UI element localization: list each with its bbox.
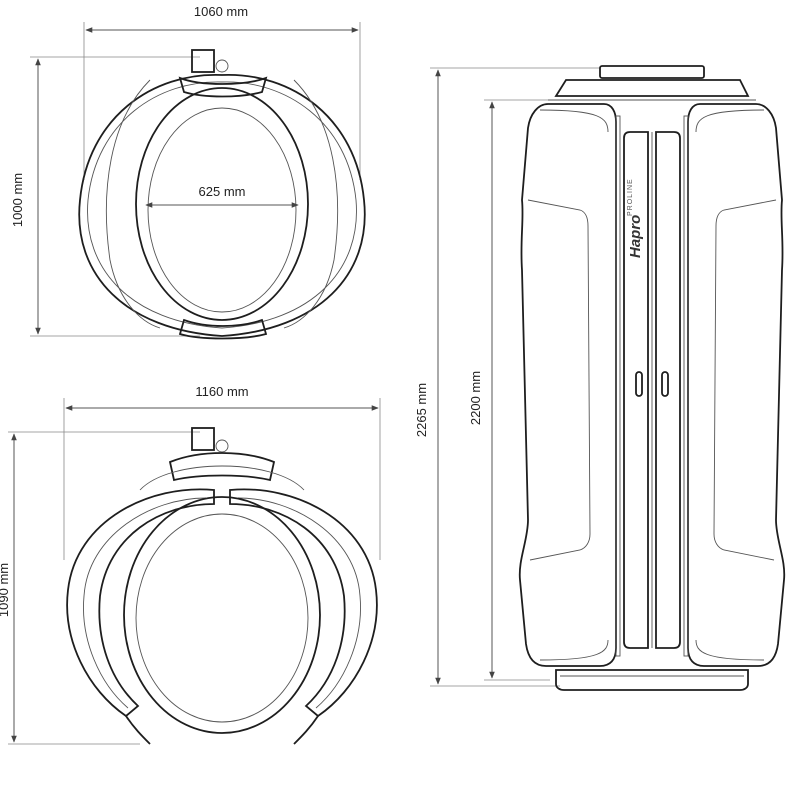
left-door	[623, 131, 649, 649]
left-panel-bottom-detail	[539, 639, 609, 661]
right-seam	[283, 79, 338, 329]
top-view-closed: 1060 mm 1000 mm 625 mm	[10, 4, 366, 340]
left-seam	[106, 79, 161, 329]
left-door-seam	[83, 497, 207, 709]
right-door-handle	[661, 371, 669, 397]
top-view-open: 1160 mm 1090 mm	[0, 384, 381, 745]
left-panel	[518, 103, 617, 667]
brand-name: Hapro	[627, 215, 644, 258]
right-panel	[687, 103, 786, 667]
open-inner-ring	[135, 513, 309, 723]
left-door-tip	[125, 715, 151, 745]
canopy-cap	[168, 452, 276, 482]
base-plate	[555, 669, 749, 691]
right-door-tip	[293, 715, 319, 745]
brand-logo: Hapro PROLINE	[627, 178, 644, 258]
door-hinge-right	[683, 115, 689, 657]
bottom-strip	[178, 318, 268, 340]
open-width-label: 1160 mm	[195, 384, 248, 399]
fan-knob	[215, 439, 229, 453]
left-door-handle	[635, 371, 643, 397]
fan-housing	[191, 427, 215, 451]
inner-width-label: 625 mm	[199, 184, 246, 199]
body-height-label: 2200 mm	[468, 371, 483, 425]
inner-ring	[147, 107, 297, 313]
open-inner-opening	[123, 496, 321, 734]
door-hinge-left	[615, 115, 621, 657]
right-panel-inset	[713, 199, 777, 561]
right-panel-bottom-detail	[695, 639, 765, 661]
right-door	[655, 131, 681, 649]
canopy-inner-shell	[87, 81, 357, 329]
top-strip	[178, 76, 268, 98]
fan-housing	[191, 49, 215, 73]
total-height-label: 2265 mm	[414, 383, 429, 437]
right-door-seam	[237, 497, 361, 709]
brand-line: PROLINE	[627, 178, 634, 216]
right-panel-top-detail	[695, 109, 765, 133]
inner-opening	[135, 87, 309, 321]
left-panel-top-detail	[539, 109, 609, 133]
top-height-label: 1000 mm	[10, 173, 25, 227]
top-hood	[554, 79, 750, 97]
front-view: 2265 mm 2200 mm Hapro PROLINE	[414, 65, 786, 691]
top-width-label: 1060 mm	[194, 4, 248, 19]
canopy-arc	[139, 465, 305, 491]
fan-knob	[215, 59, 229, 73]
left-panel-inset	[527, 199, 591, 561]
top-fan-cap	[599, 65, 705, 79]
canopy-outer-shell	[78, 74, 366, 337]
open-height-label: 1090 mm	[0, 563, 11, 617]
